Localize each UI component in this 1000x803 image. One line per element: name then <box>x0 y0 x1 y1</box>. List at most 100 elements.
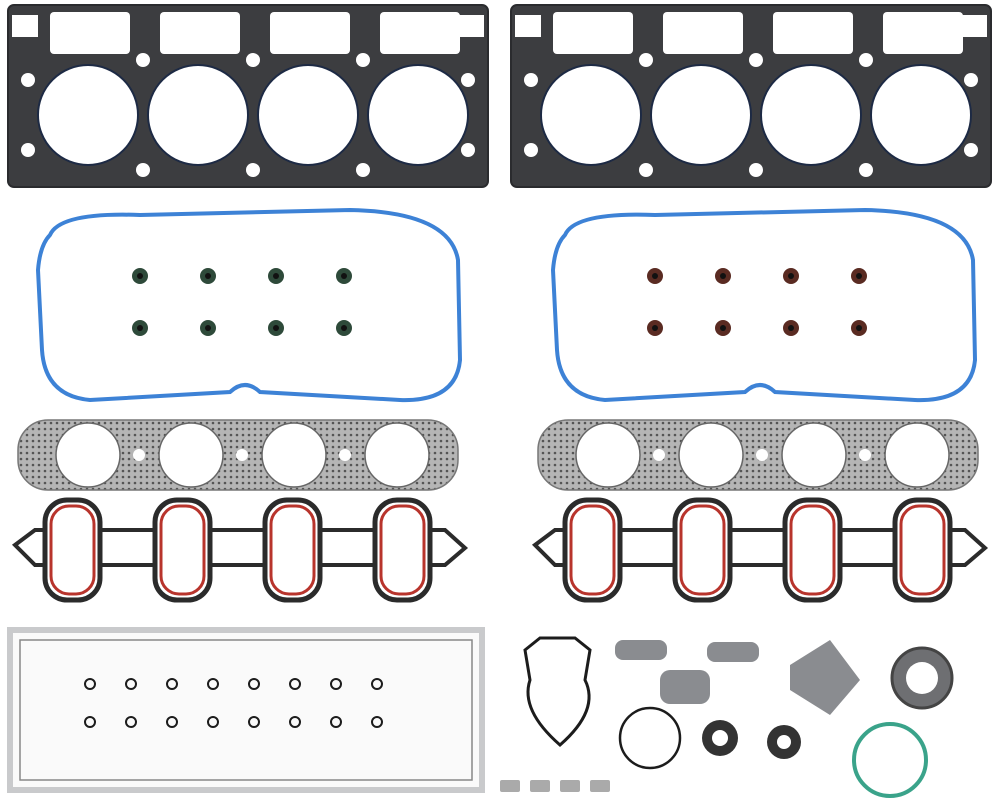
o-ring-small <box>289 678 301 690</box>
intake-port-frame <box>562 497 623 603</box>
crank-seal-hole <box>777 735 791 749</box>
cylinder-bore <box>147 64 249 166</box>
coolant-port <box>160 12 240 54</box>
bolt-hole <box>236 449 248 461</box>
corner-cutout <box>961 15 987 37</box>
intake-port-seal <box>379 504 426 596</box>
intake-gasket-frame <box>531 528 989 567</box>
o-ring-small <box>289 716 301 728</box>
bolt-hole <box>339 449 351 461</box>
bolt-hole <box>756 449 768 461</box>
valve-cover-gasket <box>550 207 978 403</box>
large-o-ring <box>618 706 682 770</box>
bolt-hole <box>21 143 35 157</box>
egr-gasket <box>707 642 759 662</box>
green-o-ring <box>852 722 928 798</box>
valley-cover-frame <box>7 627 485 793</box>
bolt-hole <box>356 53 370 67</box>
bolt-hole <box>524 143 538 157</box>
valve-stem-seal-hole <box>788 273 794 279</box>
o-ring-small <box>84 678 96 690</box>
coolant-port <box>270 12 350 54</box>
corner-cutout <box>515 15 541 37</box>
small-gasket <box>560 780 580 792</box>
exhaust-port <box>364 422 430 488</box>
bolt-hole <box>964 143 978 157</box>
o-ring-small <box>84 716 96 728</box>
intake-port-seal <box>899 504 946 596</box>
bolt-hole <box>859 163 873 177</box>
bolt-hole <box>133 449 145 461</box>
valve-stem-seal-hole <box>137 273 143 279</box>
bolt-hole <box>749 53 763 67</box>
cylinder-bore <box>760 64 862 166</box>
cylinder-bore <box>870 64 972 166</box>
small-gasket <box>530 780 550 792</box>
corner-cutout <box>458 15 484 37</box>
intake-gasket-frame <box>11 528 469 567</box>
bolt-hole <box>639 53 653 67</box>
exhaust-port <box>884 422 950 488</box>
cylinder-bore <box>367 64 469 166</box>
exhaust-port <box>55 422 121 488</box>
coolant-port <box>553 12 633 54</box>
exhaust-port <box>575 422 641 488</box>
intake-port-seal <box>789 504 836 596</box>
throttle-body-gasket <box>523 636 592 747</box>
valve-stem-seal-hole <box>652 325 658 331</box>
valve-stem-seal-hole <box>341 273 347 279</box>
o-ring-small <box>125 678 137 690</box>
valve-stem-seal-hole <box>652 273 658 279</box>
intake-port-frame <box>782 497 843 603</box>
intake-port-frame <box>892 497 953 603</box>
valve-stem-seal-hole <box>720 273 726 279</box>
valve-stem-seal-hole <box>788 325 794 331</box>
o-ring-small <box>371 716 383 728</box>
cam-seal-hole <box>712 730 728 746</box>
head-gasket <box>510 4 992 188</box>
bolt-hole <box>859 449 871 461</box>
o-ring-small <box>166 678 178 690</box>
o-ring-small <box>207 678 219 690</box>
intake-manifold-gasket <box>11 497 469 603</box>
cylinder-bore <box>37 64 139 166</box>
o-ring-small <box>371 678 383 690</box>
valve-stem-seal-hole <box>341 325 347 331</box>
bolt-hole <box>964 73 978 87</box>
o-ring-small <box>125 716 137 728</box>
coolant-port <box>883 12 963 54</box>
valve-stem-seal-hole <box>273 325 279 331</box>
intake-port-seal <box>569 504 616 596</box>
o-ring-small <box>330 678 342 690</box>
coolant-port <box>773 12 853 54</box>
water-outlet-gasket <box>660 670 710 704</box>
cylinder-bore <box>540 64 642 166</box>
o-ring-small <box>207 716 219 728</box>
intake-port-frame <box>42 497 103 603</box>
intake-port-frame <box>372 497 433 603</box>
bolt-hole <box>461 73 475 87</box>
exhaust-port <box>261 422 327 488</box>
bolt-hole <box>524 73 538 87</box>
bolt-hole <box>136 53 150 67</box>
valve-stem-seal-hole <box>720 325 726 331</box>
exhaust-port <box>158 422 224 488</box>
valve-stem-seal-hole <box>205 325 211 331</box>
o-ring-small <box>248 716 260 728</box>
intake-port-frame <box>152 497 213 603</box>
cylinder-bore <box>257 64 359 166</box>
exhaust-manifold-gasket <box>537 419 979 491</box>
bolt-hole <box>749 163 763 177</box>
bolt-hole <box>461 143 475 157</box>
exhaust-donut-hole <box>906 662 938 694</box>
valve-stem-seal-hole <box>205 273 211 279</box>
intake-port-seal <box>159 504 206 596</box>
o-ring-small <box>248 678 260 690</box>
bolt-hole <box>246 53 260 67</box>
bolt-hole <box>356 163 370 177</box>
cylinder-bore <box>650 64 752 166</box>
intake-port-seal <box>269 504 316 596</box>
intake-port-seal <box>679 504 726 596</box>
